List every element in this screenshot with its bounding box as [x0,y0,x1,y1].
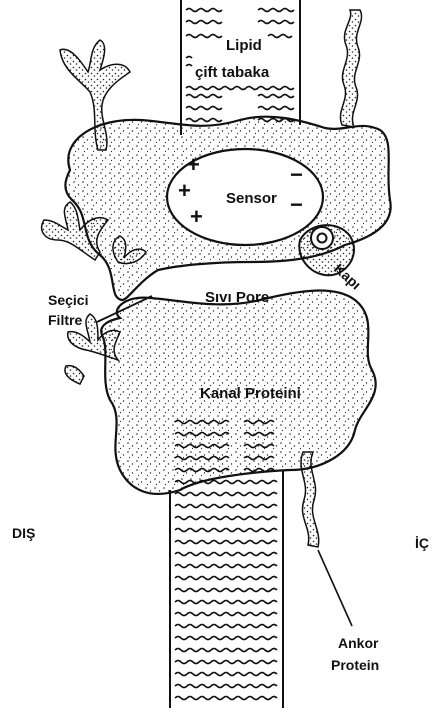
anchor-pointer-line [318,550,352,626]
lipid-wave-line [258,107,294,110]
lipid-wave-line [175,517,277,520]
lipid-wave-line [175,661,277,664]
lipid-wave-line [175,697,277,700]
lipid-wave-line [175,505,277,508]
lipid-wave-line [186,9,222,12]
lipid-wave-line [175,577,277,580]
lipid-bilayer-label: çift tabaka [195,64,270,81]
lipid-wave-line [175,541,277,544]
inside-label: İÇ [415,535,429,551]
lipid-wave-line [175,637,277,640]
positive-charge-2: + [178,178,191,203]
lipid-wave-line [258,9,294,12]
lipid-wave-line [186,119,222,122]
lipid-wave-line [175,613,277,616]
sensor-label: Sensor [226,190,277,207]
positive-charge-3: + [190,204,203,229]
outside-label: DIŞ [12,525,35,541]
lipid-wave-line [258,21,294,24]
anchor-protein-label-line1: Ankor [338,635,379,651]
selective-filter-label-line1: Seçici [48,292,88,308]
lipid-wave-line [175,589,277,592]
lipid-wave-line [175,493,277,496]
anchor-protein-label-line2: Protein [331,657,379,673]
lipid-wave-line [258,95,294,98]
lipid-wave-line [175,565,277,568]
lipid-wave-line [186,57,192,59]
lipid-wave-line [175,601,277,604]
lipid-wave-line [186,65,192,67]
lipid-wave-line [186,95,222,98]
lipid-wave-line [186,87,294,90]
negative-charge-1: − [290,162,303,187]
positive-charge-1: + [187,152,200,177]
lipid-wave-line [186,107,222,110]
negative-charge-2: − [290,192,303,217]
lipid-wave-line [186,35,222,38]
lipid-wave-line [175,529,277,532]
lipid-wave-line [175,685,277,688]
selective-filter-label-line2: Filtre [48,312,82,328]
lipid-wave-line [175,649,277,652]
liquid-pore-label: Sıvı Pore [205,289,269,306]
lipid-wave-line [186,21,222,24]
lipid-wave-line [268,35,292,38]
lipid-wave-line [175,673,277,676]
lipid-label: Lipid [226,37,262,54]
channel-protein-label: Kanal Proteini [200,385,301,402]
lipid-wave-line [175,625,277,628]
cytoskeletal-filament-top [340,10,361,127]
lipid-wave-line [175,553,277,556]
